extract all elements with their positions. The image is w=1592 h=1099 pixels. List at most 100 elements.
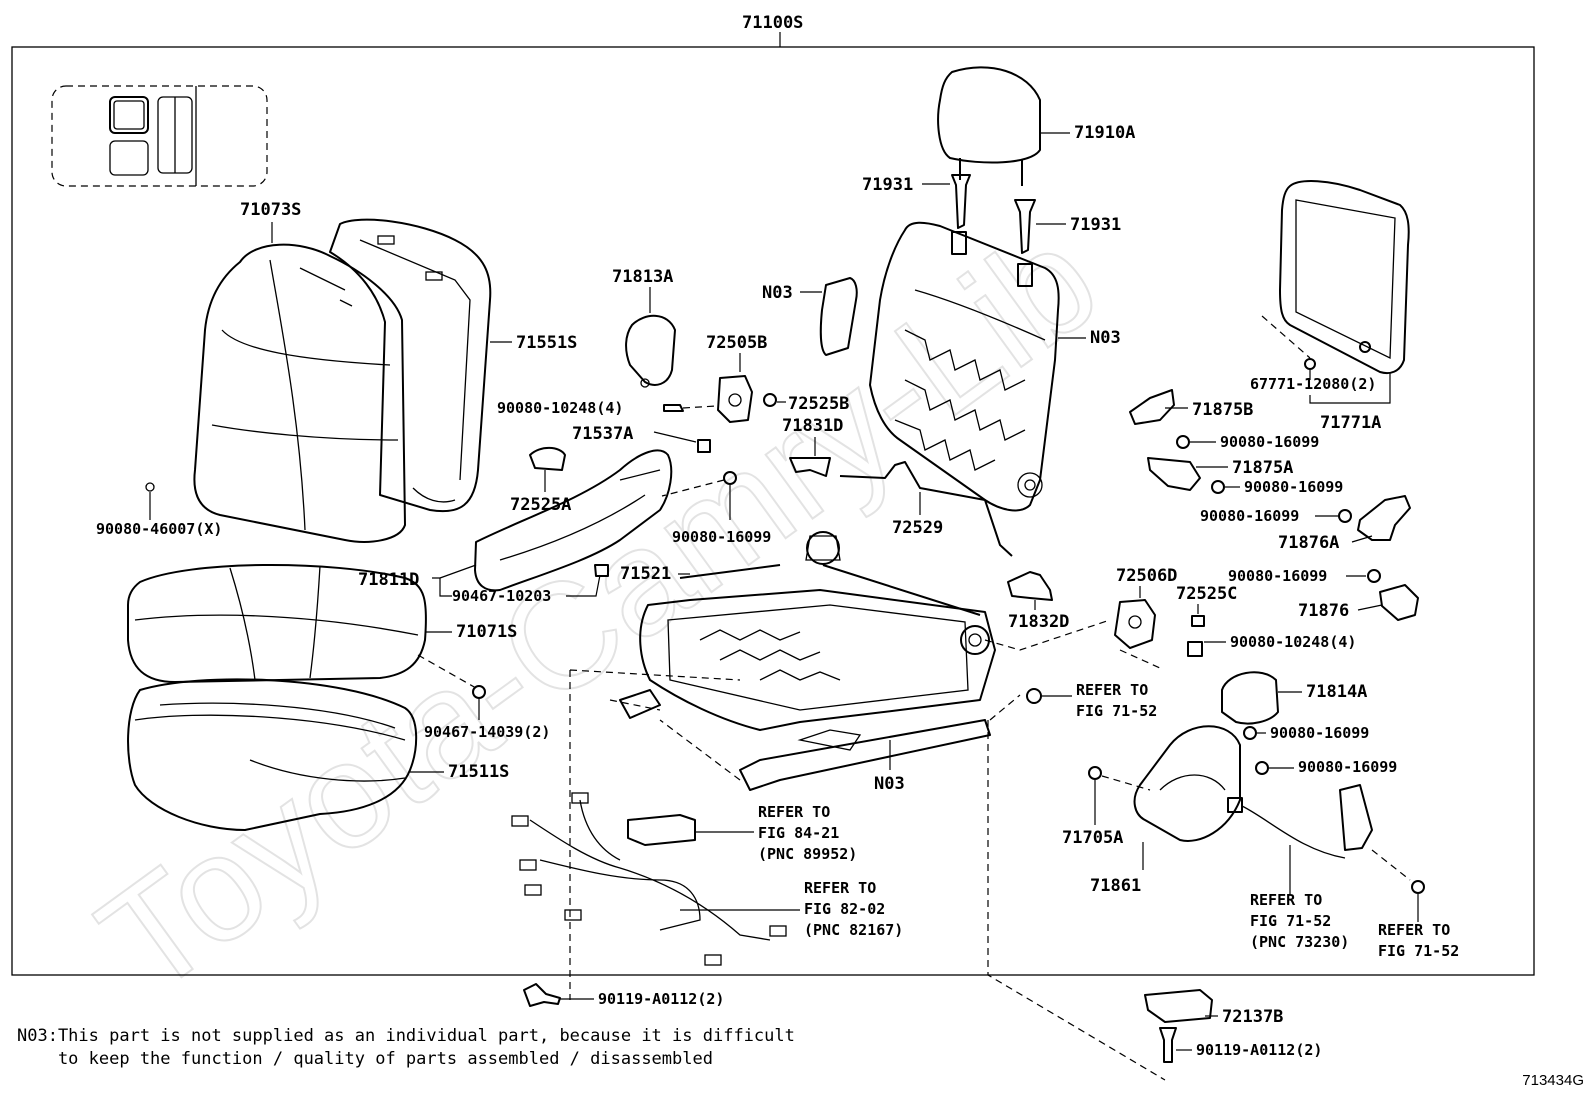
label-72529: 72529 — [892, 518, 943, 538]
label-71705a: 71705A — [1062, 828, 1123, 848]
label-72525b: 72525B — [788, 394, 849, 414]
label-71771a: 71771A — [1320, 413, 1381, 433]
rod-72529 — [839, 461, 1013, 557]
label-72525a: 72525A — [510, 495, 571, 515]
track-bracket-icon — [619, 689, 661, 719]
side-cover-71861 — [1133, 725, 1241, 842]
label-90080-10248-b: 90080-10248(4) — [1230, 633, 1356, 651]
leader-71876a — [1351, 535, 1373, 543]
screw-90080-16099-r3-icon — [1338, 509, 1352, 523]
label-71931-a: 71931 — [862, 175, 913, 195]
label-90467-14039: 90467-14039(2) — [424, 723, 550, 741]
label-refer-b3: (PNC 73230) — [1250, 933, 1349, 951]
label-refer-c1: REFER TO — [1378, 921, 1450, 939]
dash-71771a — [1261, 315, 1311, 359]
label-n03-frame: N03 — [1090, 328, 1121, 348]
bolt-90080-10248-b-icon — [1187, 641, 1203, 657]
dash-refer-c — [1371, 849, 1411, 881]
label-90119-b: 90119-A0112(2) — [1196, 1041, 1322, 1059]
label-n03-mid: N03 — [874, 774, 905, 794]
reclining-adjuster-72506d-icon — [1114, 599, 1156, 649]
seat-position-key-icon — [51, 85, 268, 187]
label-71537a: 71537A — [572, 424, 633, 444]
label-72505b: 72505B — [706, 333, 767, 353]
label-71876: 71876 — [1298, 601, 1349, 621]
label-71861: 71861 — [1090, 876, 1141, 896]
label-71551s: 71551S — [516, 333, 577, 353]
label-refer-8421-1: REFER TO — [758, 803, 830, 821]
footnote: N03:This part is not supplied as an indi… — [17, 1025, 795, 1071]
screw-90080-16099-r2-icon — [1211, 480, 1225, 494]
label-90467-10203: 90467-10203 — [452, 587, 551, 605]
connector-89952-icon — [627, 814, 696, 846]
clip-icon — [145, 482, 155, 492]
screw-90080-16099-r6-icon — [1255, 761, 1269, 775]
seat-cushion-pad-71511s — [127, 678, 418, 831]
label-90080-16099-r6: 90080-16099 — [1298, 758, 1397, 776]
seatback-cover-71073s — [193, 243, 406, 543]
label-71876a: 71876A — [1278, 533, 1339, 553]
headrest-support-a-icon — [951, 174, 971, 229]
label-refer-8421-2: FIG 84-21 — [758, 824, 839, 842]
footnote-line-2: to keep the function / quality of parts … — [17, 1049, 713, 1069]
label-71811d: 71811D — [358, 570, 419, 590]
footnote-line-1: N03:This part is not supplied as an indi… — [17, 1026, 795, 1046]
label-90080-46007: 90080-46007(X) — [96, 520, 222, 538]
label-67771-12080: 67771-12080(2) — [1250, 375, 1376, 393]
label-refer-8202-3: (PNC 82167) — [804, 921, 903, 939]
headrest-71910a — [937, 66, 1041, 186]
label-90080-16099-r4: 90080-16099 — [1228, 567, 1327, 585]
leader-71811d — [432, 577, 452, 597]
label-90119-a: 90119-A0112(2) — [598, 990, 724, 1008]
label-71832d: 71832D — [1008, 612, 1069, 632]
label-refer-b1: REFER TO — [1250, 891, 1322, 909]
assembly-number-label: 71100S — [742, 13, 803, 33]
figure-code: 713434G — [1522, 1072, 1584, 1089]
clip-90467-10203-icon — [594, 564, 609, 577]
label-71831d: 71831D — [782, 416, 843, 436]
label-71875a: 71875A — [1232, 458, 1293, 478]
dash-90080-16099-c — [661, 479, 725, 497]
label-72506d: 72506D — [1116, 566, 1177, 586]
label-refer-8202-2: FIG 82-02 — [804, 900, 885, 918]
dash-90080-10248-a — [682, 405, 717, 409]
label-refer-8421-3: (PNC 89952) — [758, 845, 857, 863]
label-refer-b2: FIG 71-52 — [1250, 912, 1331, 930]
label-refer-8202-1: REFER TO — [804, 879, 876, 897]
bolt-90119-a-icon — [523, 983, 561, 1007]
seat-cushion-frame-n03 — [639, 531, 996, 791]
clip-refer-a-icon — [1026, 688, 1042, 704]
cover-71876a-icon — [1357, 495, 1411, 541]
seat-cushion-cover-71071s — [127, 563, 427, 683]
clip-72525b-icon — [763, 393, 777, 407]
cover-71875a-icon — [1147, 457, 1201, 491]
label-71931-b: 71931 — [1070, 215, 1121, 235]
cover-71876-icon — [1379, 584, 1419, 621]
dash-71705a — [1101, 775, 1151, 791]
reclining-adjuster-72505b-icon — [717, 375, 753, 423]
bracket-71831d-icon — [789, 457, 831, 477]
label-71511s: 71511S — [448, 762, 509, 782]
seatback-pad-71551s — [329, 218, 492, 513]
leader-71811d-b — [439, 564, 477, 579]
dash-refer-a — [989, 694, 1021, 721]
label-n03-top: N03 — [762, 283, 793, 303]
label-90080-16099-r3: 90080-16099 — [1200, 507, 1299, 525]
assembly-frame — [11, 46, 1535, 976]
side-shield-71811d — [474, 449, 673, 592]
label-71910a: 71910A — [1074, 123, 1135, 143]
label-90080-16099-r2: 90080-16099 — [1244, 478, 1343, 496]
dash-72506d — [984, 619, 1161, 669]
leader-71537a — [653, 431, 697, 443]
bracket-71832d-icon — [1007, 571, 1053, 601]
clip-72525c-icon — [1191, 615, 1205, 627]
screw-90080-16099-r1-icon — [1176, 435, 1190, 449]
cover-71875b-icon — [1129, 389, 1175, 425]
bolt-90119-b-icon — [1159, 1027, 1177, 1063]
seat-belt-buckle-icon — [1227, 784, 1373, 859]
wire-harness-icon — [511, 792, 787, 966]
label-refer-c2: FIG 71-52 — [1378, 942, 1459, 960]
label-71814a: 71814A — [1306, 682, 1367, 702]
screw-90080-16099-r4-icon — [1367, 569, 1381, 583]
